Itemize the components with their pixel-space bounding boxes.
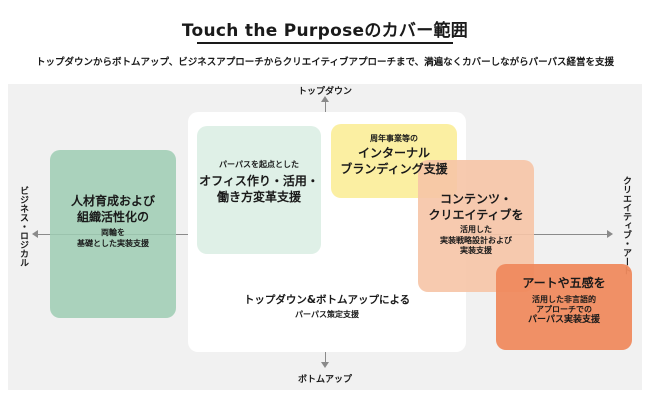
axis-arrow-down-icon	[321, 362, 329, 368]
orange-line4: パーパス実装支援	[528, 315, 600, 326]
axis-label-right: クリエイティブ・アート	[621, 176, 631, 275]
green-line3: 両輪を	[101, 228, 125, 238]
mint-line1: パーパスを起点とした	[219, 160, 299, 169]
white-line2: パーパス策定支援	[295, 309, 359, 319]
yellow-line2: インターナル	[357, 146, 430, 161]
box-talent-development	[50, 150, 176, 318]
white-line1: トップダウン&ボトムアップによる	[243, 294, 411, 306]
peach-line3: 活用した	[460, 225, 492, 235]
peach-line1: コンテンツ・	[439, 192, 512, 206]
yellow-line1: 周年事業等の	[370, 134, 418, 143]
title-underline	[197, 42, 453, 44]
axis-label-top: トップダウン	[297, 87, 352, 97]
axis-label-bottom: ボトムアップ	[297, 375, 352, 385]
diagram-title: Touch the Purposeのカバー範囲	[181, 21, 469, 41]
mint-line3: 働き方変革支援	[216, 189, 301, 204]
yellow-box-text: 周年事業等の インターナル ブランディング支援	[331, 134, 457, 178]
mint-line2: オフィス作り・活用・	[199, 174, 319, 189]
orange-box-text: アートや五感を 活用した非言語的 アプローチでの パーパス実装支援	[496, 276, 632, 327]
orange-line3: アプローチでの	[536, 304, 592, 314]
green-line4: 基礎とした実装支援	[77, 238, 149, 248]
green-box-text: 人材育成および 組織活性化の 両輪を 基礎とした実装支援	[50, 194, 176, 249]
peach-box-text: コンテンツ・ クリエイティブを 活用した 実装戦略設計および 実装支援	[418, 192, 534, 256]
mint-box-text: パーパスを起点とした オフィス作り・活用・ 働き方変革支援	[197, 160, 321, 206]
axis-arrow-up-icon	[321, 96, 329, 102]
orange-line1: アートや五感を	[522, 276, 606, 290]
diagram-subtitle: トップダウンからボトムアップ、ビジネスアプローチからクリエイティブアプローチまで…	[36, 57, 614, 68]
white-box-text: トップダウン&ボトムアップによる パーパス策定支援	[188, 294, 466, 320]
box-art-senses	[496, 264, 632, 350]
axis-arrow-right-icon	[607, 230, 613, 238]
axis-arrow-left-icon	[32, 230, 38, 238]
box-office-workstyle	[197, 126, 321, 254]
peach-line4: 実装戦略設計および	[440, 235, 512, 245]
axis-label-left: ビジネス・ロジカル	[18, 186, 28, 267]
peach-line5: 実装支援	[460, 245, 492, 255]
peach-line2: クリエイティブを	[428, 207, 524, 222]
green-line2: 組織活性化の	[76, 209, 149, 224]
yellow-line3: ブランディング支援	[340, 161, 448, 176]
orange-line2: 活用した非言語的	[532, 294, 596, 304]
green-line1: 人材育成および	[70, 194, 155, 208]
